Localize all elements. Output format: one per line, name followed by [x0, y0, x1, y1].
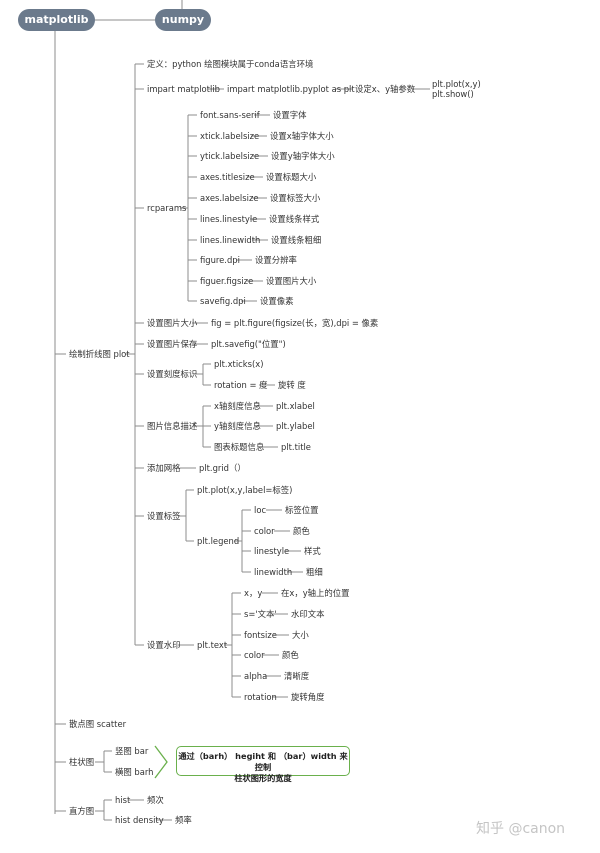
hist-key[interactable]: hist density [115, 815, 164, 825]
watermark-desc[interactable]: 清晰度 [284, 671, 310, 681]
node-line-plot[interactable]: 绘制折线图 plot [69, 349, 130, 359]
rcparam-desc[interactable]: 设置x轴字体大小 [270, 131, 334, 141]
root-node-matplotlib[interactable]: matplotlib [18, 9, 95, 31]
info-key[interactable]: x轴刻度信息 [214, 401, 261, 411]
rcparam-key[interactable]: savefig.dpi [200, 296, 246, 306]
rcparam-key[interactable]: ytick.labelsize [200, 151, 260, 161]
node-rcparams[interactable]: rcparams [147, 203, 187, 213]
watermark-desc[interactable]: 在x，y轴上的位置 [281, 588, 350, 598]
node-info[interactable]: 图片信息描述 [147, 421, 198, 431]
rcparam-key[interactable]: lines.linewidth [200, 235, 261, 245]
bar-note-line2: 柱状图形的宽度 [234, 773, 292, 783]
rcparam-desc[interactable]: 设置图片大小 [266, 276, 317, 286]
rcparam-desc[interactable]: 设置y轴字体大小 [271, 151, 335, 161]
legend-desc[interactable]: 标签位置 [285, 505, 319, 515]
node-rotation-desc[interactable]: 旋转 度 [278, 380, 306, 390]
node-plt-legend[interactable]: plt.legend [197, 536, 240, 546]
node-bar[interactable]: 柱状图 [69, 757, 95, 767]
node-xticks[interactable]: plt.xticks(x) [214, 359, 264, 369]
callout-bracket [154, 745, 168, 779]
rcparam-key[interactable]: figure.dpi [200, 255, 240, 265]
rcparam-desc[interactable]: 设置分辨率 [255, 255, 297, 265]
watermark-desc[interactable]: 颜色 [282, 650, 299, 660]
rcparam-key[interactable]: font.sans-serif [200, 110, 260, 120]
watermark-key[interactable]: x，y [244, 588, 263, 598]
bar-note-line1: 通过（barh） hegiht 和 （bar）width 来控制 [178, 751, 348, 772]
node-plt-show[interactable]: plt.show() [432, 89, 474, 99]
node-import[interactable]: impart matplotlib [147, 84, 220, 94]
node-plt-plot-label[interactable]: plt.plot(x,y,label=标签) [197, 485, 293, 495]
info-value[interactable]: plt.title [281, 442, 311, 452]
bar-note-callout[interactable]: 通过（barh） hegiht 和 （bar）width 来控制 柱状图形的宽度 [176, 746, 350, 783]
node-grid[interactable]: 添加网格 [147, 463, 181, 473]
hist-desc[interactable]: 频次 [147, 795, 164, 805]
rcparam-key[interactable]: xtick.labelsize [200, 131, 260, 141]
legend-key[interactable]: linewidth [254, 567, 293, 577]
node-figsize-code[interactable]: fig = plt.figure(figsize(长，宽),dpi = 像素 [211, 318, 379, 328]
node-save[interactable]: 设置图片保存 [147, 339, 198, 349]
node-legend-section[interactable]: 设置标签 [147, 511, 181, 521]
hist-key[interactable]: hist [115, 795, 131, 805]
node-plt-text[interactable]: plt.text [197, 640, 228, 650]
node-plt-plot[interactable]: plt.plot(x,y) [432, 79, 481, 89]
watermark-key[interactable]: color [244, 650, 265, 660]
node-bar-vertical[interactable]: 竖图 bar [115, 746, 149, 756]
rcparam-desc[interactable]: 设置线条粗细 [271, 235, 322, 245]
rcparam-desc[interactable]: 设置像素 [260, 296, 294, 306]
watermark-key[interactable]: alpha [244, 671, 268, 681]
rcparam-desc[interactable]: 设置字体 [273, 110, 307, 120]
watermark-key[interactable]: s='文本' [244, 609, 277, 619]
node-import-pyplot[interactable]: impart matplotlib.pyplot as plt [227, 84, 355, 94]
watermark-desc[interactable]: 水印文本 [291, 609, 325, 619]
node-figsize[interactable]: 设置图片大小 [147, 318, 198, 328]
rcparam-desc[interactable]: 设置线条样式 [269, 214, 320, 224]
watermark-desc[interactable]: 旋转角度 [291, 692, 325, 702]
hist-desc[interactable]: 频率 [175, 815, 192, 825]
node-hist[interactable]: 直方图 [69, 806, 95, 816]
node-scatter[interactable]: 散点图 scatter [69, 719, 127, 729]
watermark-desc[interactable]: 大小 [292, 630, 309, 640]
info-key[interactable]: y轴刻度信息 [214, 421, 261, 431]
rcparam-key[interactable]: axes.titlesize [200, 172, 255, 182]
info-value[interactable]: plt.ylabel [276, 421, 315, 431]
rcparam-desc[interactable]: 设置标题大小 [266, 172, 317, 182]
legend-desc[interactable]: 样式 [304, 546, 321, 556]
info-key[interactable]: 图表标题信息 [214, 442, 265, 452]
legend-key[interactable]: linestyle [254, 546, 290, 556]
legend-key[interactable]: loc [254, 505, 267, 515]
zhihu-watermark: 知乎 @canon [476, 821, 566, 837]
node-save-code[interactable]: plt.savefig("位置") [211, 339, 286, 349]
legend-key[interactable]: color [254, 526, 275, 536]
rcparam-key[interactable]: lines.linestyle [200, 214, 258, 224]
rcparam-key[interactable]: figuer.figsize [200, 276, 254, 286]
legend-desc[interactable]: 粗细 [306, 567, 323, 577]
node-definition[interactable]: 定义：python 绘图模块属于conda语言环境 [147, 59, 314, 69]
node-bar-horizontal[interactable]: 横图 barh [115, 767, 154, 777]
node-grid-code[interactable]: plt.grid（） [199, 463, 246, 473]
legend-desc[interactable]: 颜色 [293, 526, 310, 536]
info-value[interactable]: plt.xlabel [276, 401, 315, 411]
node-set-axis-params[interactable]: 设定x、y轴参数 [355, 84, 416, 94]
rcparam-desc[interactable]: 设置标签大小 [270, 193, 321, 203]
watermark-key[interactable]: rotation [244, 692, 277, 702]
watermark-key[interactable]: fontsize [244, 630, 277, 640]
node-ticks[interactable]: 设置刻度标识 [147, 369, 198, 379]
rcparam-key[interactable]: axes.labelsize [200, 193, 259, 203]
node-numpy[interactable]: numpy [155, 9, 211, 31]
node-rotation[interactable]: rotation = 度 [214, 380, 268, 390]
node-watermark[interactable]: 设置水印 [147, 640, 181, 650]
